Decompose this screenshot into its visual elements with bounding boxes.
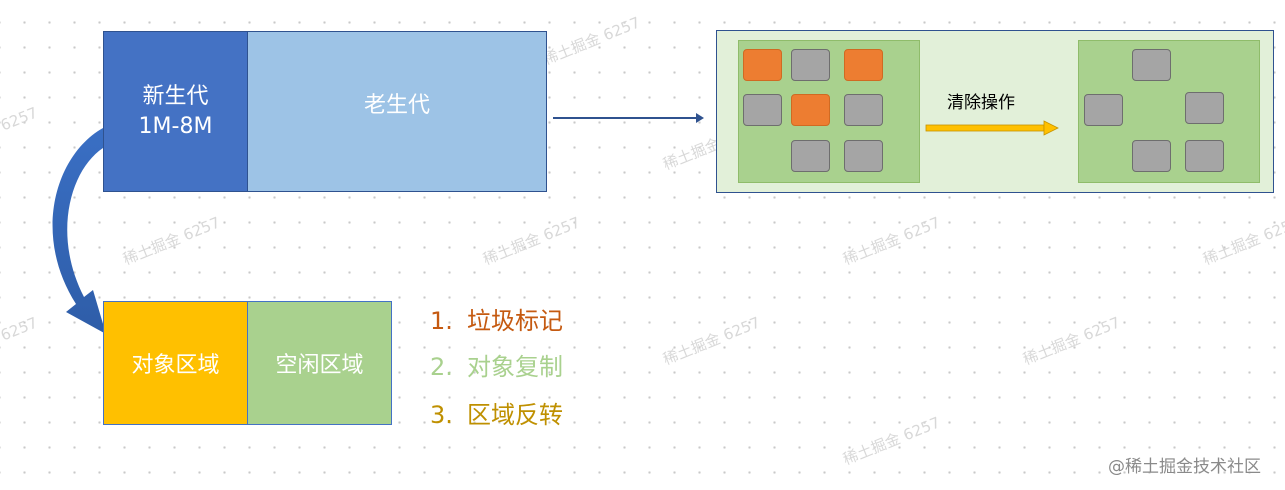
step-number: 2. xyxy=(430,353,453,381)
young-generation-label: 新生代 xyxy=(142,83,209,109)
live-object xyxy=(1084,94,1123,126)
garbage-object xyxy=(844,49,883,81)
object-area-block: 对象区域 xyxy=(103,301,248,425)
free-area-block: 空闲区域 xyxy=(247,301,392,425)
live-object xyxy=(1185,92,1224,124)
live-object xyxy=(791,49,830,81)
live-object xyxy=(1185,140,1224,172)
young-generation-size: 1M-8M xyxy=(138,113,213,139)
clear-operation-arrow xyxy=(925,120,1059,136)
live-object xyxy=(1132,140,1171,172)
old-generation-block: 老生代 xyxy=(247,31,547,192)
scavenge-step-1: 1. 垃圾标记 xyxy=(430,301,563,336)
step-text: 区域反转 xyxy=(467,401,563,429)
site-watermark: @稀土掘金技术社区 xyxy=(1108,457,1261,477)
object-area-label: 对象区域 xyxy=(131,353,220,378)
step-text: 垃圾标记 xyxy=(467,307,563,335)
scavenge-step-2: 2. 对象复制 xyxy=(430,347,563,382)
scavenge-step-3: 3. 区域反转 xyxy=(430,395,563,430)
old-generation-label: 老生代 xyxy=(363,93,430,118)
step-number: 1. xyxy=(430,307,453,335)
curved-arrow xyxy=(52,128,106,334)
live-object xyxy=(1132,49,1171,81)
garbage-object xyxy=(791,94,830,126)
step-text: 对象复制 xyxy=(467,353,563,381)
live-object xyxy=(844,94,883,126)
live-object xyxy=(844,140,883,172)
free-area-label: 空闲区域 xyxy=(275,353,364,378)
old-gen-link-arrowhead xyxy=(696,113,704,123)
garbage-object xyxy=(743,49,782,81)
young-generation-block: 新生代 1M-8M xyxy=(103,31,248,192)
step-number: 3. xyxy=(430,401,453,429)
clear-operation-label: 清除操作 xyxy=(947,93,1015,113)
live-object xyxy=(743,94,782,126)
live-object xyxy=(791,140,830,172)
